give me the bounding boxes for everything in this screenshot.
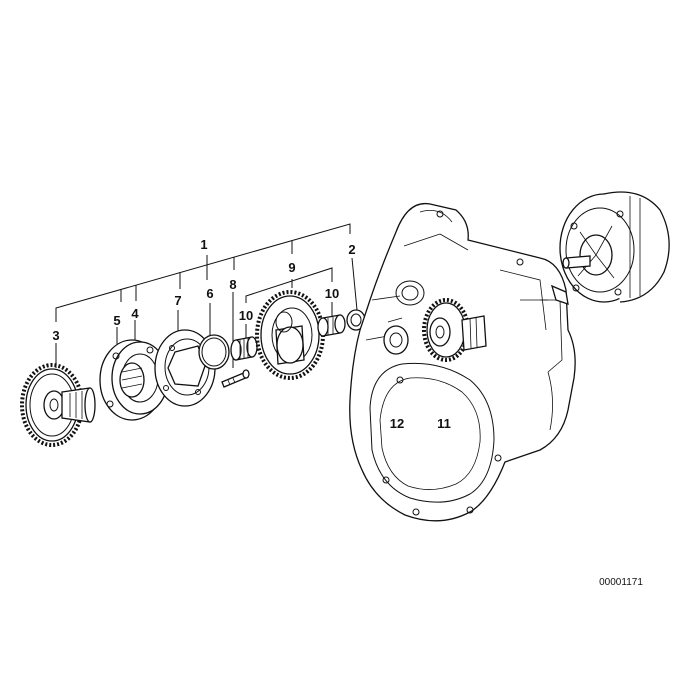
drawing-code: 00001171: [599, 577, 643, 588]
part-6-o-ring: [198, 334, 230, 370]
transmission-housing: [349, 202, 576, 522]
part-10-bearing-left: [230, 336, 258, 361]
flywheel-assembly: [559, 191, 670, 303]
callout-numbers: 1 2 3 4 5 6 7 8 9 10 10 11 12: [52, 237, 450, 431]
callout-10-left: 10: [239, 308, 253, 323]
callout-4: 4: [131, 306, 139, 321]
callout-5: 5: [113, 313, 120, 328]
group-bracket-9: [245, 267, 333, 303]
callout-9: 9: [288, 260, 295, 275]
callout-10-right: 10: [325, 286, 339, 301]
callout-8: 8: [229, 277, 236, 292]
callout-2: 2: [348, 242, 355, 257]
callout-6: 6: [206, 286, 213, 301]
callout-12: 12: [390, 416, 404, 431]
callout-1: 1: [200, 237, 207, 252]
part-4-5-housing: [99, 339, 169, 421]
part-12-seal: [383, 317, 409, 355]
callout-11: 11: [437, 416, 451, 431]
callout-3: 3: [52, 328, 59, 343]
group-bracket-1: [55, 223, 351, 322]
callout-7: 7: [174, 293, 181, 308]
part-3-gear: [20, 363, 96, 447]
part-11-gear-cluster: [422, 298, 487, 362]
part-10-bearing-right: [317, 314, 346, 337]
part-9-gear: [255, 290, 325, 380]
part-8-bolt: [221, 369, 250, 388]
